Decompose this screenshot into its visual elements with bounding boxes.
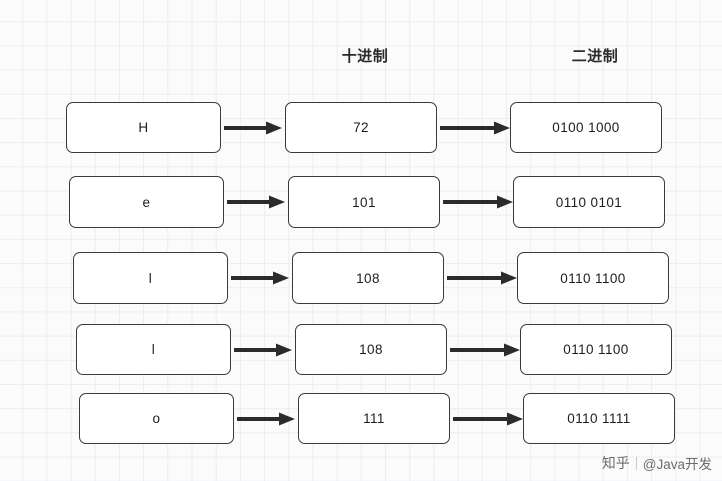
- watermark-username: @Java开发: [642, 457, 712, 472]
- char-node-3: l: [73, 252, 228, 304]
- decimal-node-4: 108: [295, 324, 447, 375]
- watermark-divider: [635, 456, 637, 470]
- decimal-node-1: 72: [285, 102, 437, 153]
- char-node-1: H: [66, 102, 221, 153]
- arrow-decimal-to-binary-1: [440, 121, 510, 135]
- char-node-4: l: [76, 324, 231, 375]
- binary-node-1: 0100 1000: [510, 102, 662, 153]
- binary-node-5: 0110 1111: [523, 393, 675, 444]
- column-header-decimal: 十进制: [341, 48, 389, 65]
- arrow-decimal-to-binary-4: [450, 343, 520, 357]
- arrow-decimal-to-binary-3: [447, 271, 517, 285]
- zhihu-logo: 知乎: [601, 455, 630, 471]
- watermark: 知乎 @Java开发: [602, 453, 712, 473]
- decimal-node-3: 108: [292, 252, 444, 304]
- column-header-binary: 二进制: [571, 48, 619, 65]
- arrow-char-to-decimal-2: [227, 195, 285, 209]
- arrow-char-to-decimal-4: [234, 343, 292, 357]
- char-node-5: o: [79, 393, 234, 444]
- arrow-char-to-decimal-3: [231, 271, 289, 285]
- arrow-char-to-decimal-5: [237, 412, 295, 426]
- binary-node-3: 0110 1100: [517, 252, 669, 304]
- decimal-node-2: 101: [288, 176, 440, 228]
- arrow-decimal-to-binary-5: [453, 412, 523, 426]
- binary-node-2: 0110 0101: [513, 176, 665, 228]
- binary-node-4: 0110 1100: [520, 324, 672, 375]
- arrow-decimal-to-binary-2: [443, 195, 513, 209]
- char-node-2: e: [69, 176, 224, 228]
- decimal-node-5: 111: [298, 393, 450, 444]
- arrow-char-to-decimal-1: [224, 121, 282, 135]
